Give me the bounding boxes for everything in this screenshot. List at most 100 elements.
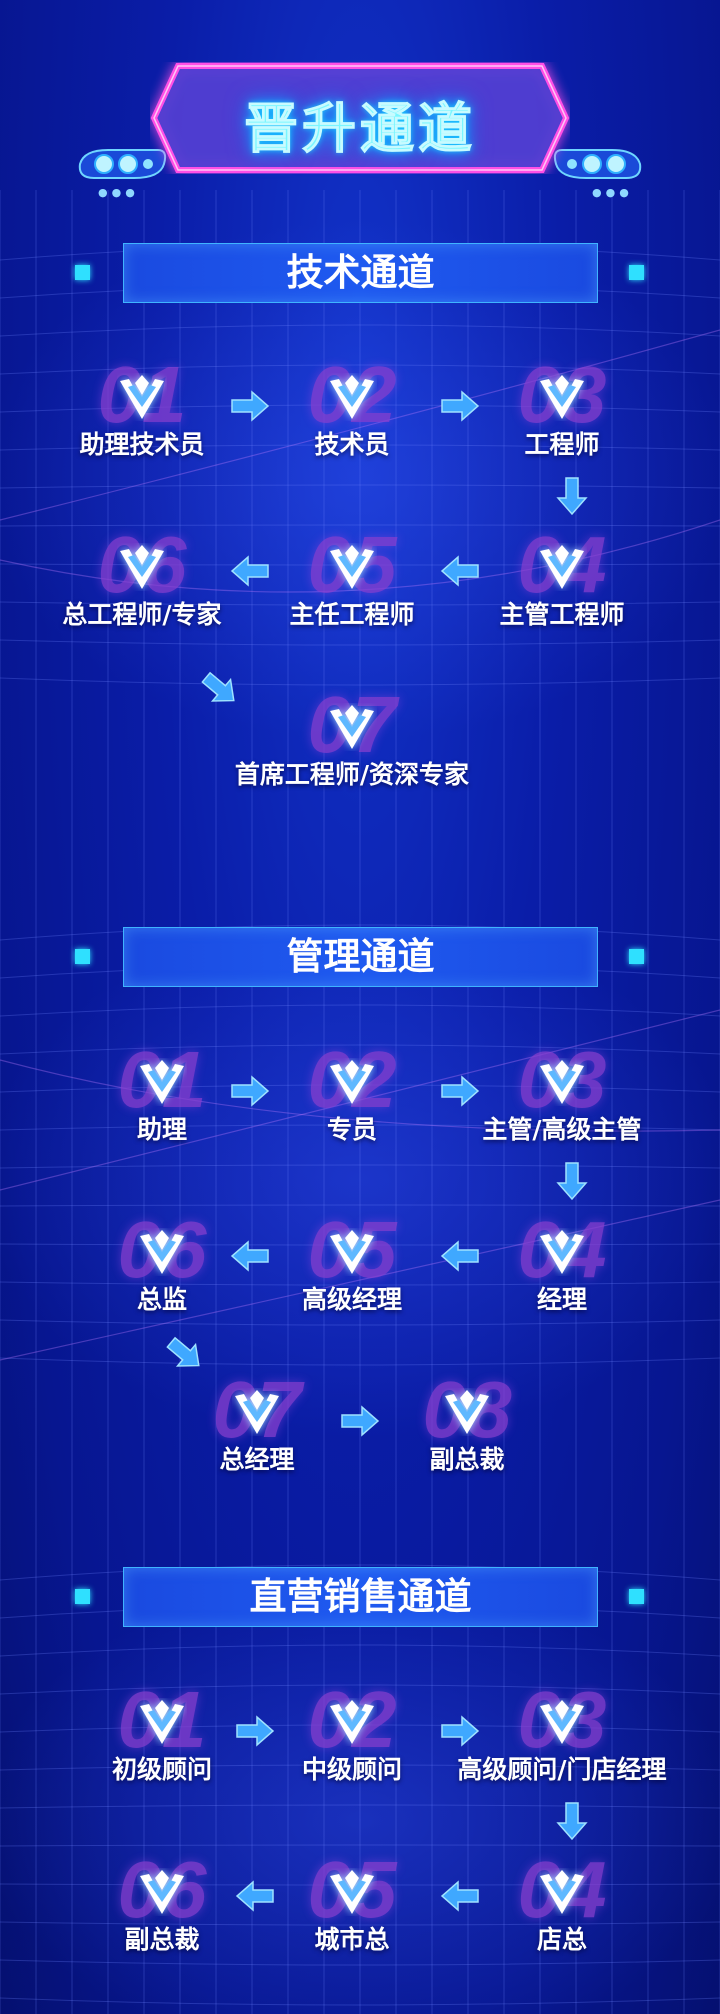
flow-arrow [230, 390, 270, 422]
flow-arrow [440, 1240, 480, 1272]
chevron-v-emblem-icon [140, 1060, 184, 1104]
step-emblem [327, 373, 377, 421]
flow-arrow [440, 1715, 480, 1747]
flow-arrow [440, 555, 480, 587]
chevron-v-emblem-icon [540, 1230, 584, 1274]
page-title: 晋升通道 [244, 97, 476, 161]
left-headlamp [74, 144, 170, 184]
step-node: 02 技术员 [247, 355, 457, 465]
step-emblem [137, 1698, 187, 1746]
section-marker-left [75, 265, 90, 280]
step-node: 03 高级顾问/门店经理 [457, 1680, 667, 1790]
flow-arrow [165, 1336, 205, 1370]
arrow-icon [231, 390, 270, 422]
step-node: 02 专员 [247, 1040, 457, 1150]
chevron-v-emblem-icon [235, 1390, 279, 1434]
step-emblem [327, 1868, 377, 1916]
arrow-icon [556, 477, 588, 516]
arrow-icon [556, 1802, 588, 1841]
step-node: 04 店总 [457, 1850, 667, 1960]
arrow-icon [235, 1880, 274, 1912]
section-title: 管理通道 [123, 927, 598, 987]
step-emblem [327, 543, 377, 591]
step-emblem [537, 1228, 587, 1276]
flow-arrow [235, 1715, 275, 1747]
arrow-icon [341, 1405, 380, 1437]
step-label: 主任工程师 [289, 600, 415, 629]
flow-arrow [440, 1075, 480, 1107]
flow-arrow [340, 1405, 380, 1437]
arrow-icon [230, 1240, 269, 1272]
section-marker-right [629, 1589, 644, 1604]
flow-arrow [552, 1162, 592, 1201]
chevron-v-emblem-icon [140, 1870, 184, 1914]
flow-arrow [552, 1802, 592, 1841]
chevron-v-emblem-icon [330, 705, 374, 749]
step-emblem [137, 1058, 187, 1106]
step-emblem [327, 1058, 377, 1106]
chevron-v-emblem-icon [330, 1870, 374, 1914]
step-emblem [537, 1868, 587, 1916]
step-label: 主管/高级主管 [482, 1115, 642, 1144]
flow-arrow [440, 390, 480, 422]
arrow-icon [441, 390, 480, 422]
arrow-icon [231, 1075, 270, 1107]
flow-arrow [440, 1880, 480, 1912]
step-label: 中级顾问 [301, 1755, 402, 1784]
arrow-icon [440, 555, 479, 587]
step-node: 06 总工程师/专家 [37, 525, 247, 635]
step-label: 总经理 [219, 1445, 295, 1474]
right-headlamp [550, 144, 646, 184]
left-lamp-dots: ●●● [98, 186, 139, 199]
step-label: 初级顾问 [111, 1755, 212, 1784]
chevron-v-emblem-icon [330, 1700, 374, 1744]
section-marker-left [75, 1589, 90, 1604]
section-marker-right [629, 265, 644, 280]
step-label: 助理 [136, 1115, 187, 1144]
step-emblem [117, 543, 167, 591]
step-label: 高级顾问/门店经理 [457, 1755, 667, 1784]
chevron-v-emblem-icon [540, 1060, 584, 1104]
title-plate: 晋升通道 [150, 62, 570, 174]
arrow-icon [236, 1715, 275, 1747]
arrow-icon [440, 1240, 479, 1272]
arrow-icon [556, 1162, 588, 1201]
step-label: 主管工程师 [499, 600, 625, 629]
section-marker-right [629, 949, 644, 964]
chevron-v-emblem-icon [140, 1700, 184, 1744]
flow-arrow [235, 1880, 275, 1912]
chevron-v-emblem-icon [120, 545, 164, 589]
step-node: 07 总经理 [152, 1370, 362, 1480]
step-node: 04 主管工程师 [457, 525, 667, 635]
step-emblem [537, 373, 587, 421]
step-label: 首席工程师/资深专家 [234, 760, 470, 789]
step-label: 总工程师/专家 [62, 600, 222, 629]
step-node: 08 副总裁 [362, 1370, 572, 1480]
arrow-icon [441, 1075, 480, 1107]
step-emblem [537, 1698, 587, 1746]
arrow-icon [201, 671, 235, 702]
step-label: 技术员 [314, 430, 390, 459]
chevron-v-emblem-icon [540, 375, 584, 419]
step-emblem [537, 543, 587, 591]
step-node: 04 经理 [457, 1210, 667, 1320]
step-node: 05 高级经理 [247, 1210, 457, 1320]
step-label: 副总裁 [429, 1445, 505, 1474]
flow-arrow [200, 671, 240, 705]
flow-arrow [552, 477, 592, 516]
step-emblem [327, 703, 377, 751]
arrow-icon [230, 555, 269, 587]
step-label: 工程师 [524, 430, 600, 459]
step-node: 06 总监 [57, 1210, 267, 1320]
step-emblem [117, 373, 167, 421]
step-node: 05 主任工程师 [247, 525, 457, 635]
section-title: 直营销售通道 [123, 1567, 598, 1627]
step-node: 05 城市总 [247, 1850, 457, 1960]
step-label: 助理技术员 [79, 430, 205, 459]
right-lamp-dots: ●●● [592, 186, 633, 199]
chevron-v-emblem-icon [330, 1060, 374, 1104]
flow-arrow [230, 1240, 270, 1272]
step-label: 城市总 [314, 1925, 390, 1954]
chevron-v-emblem-icon [140, 1230, 184, 1274]
